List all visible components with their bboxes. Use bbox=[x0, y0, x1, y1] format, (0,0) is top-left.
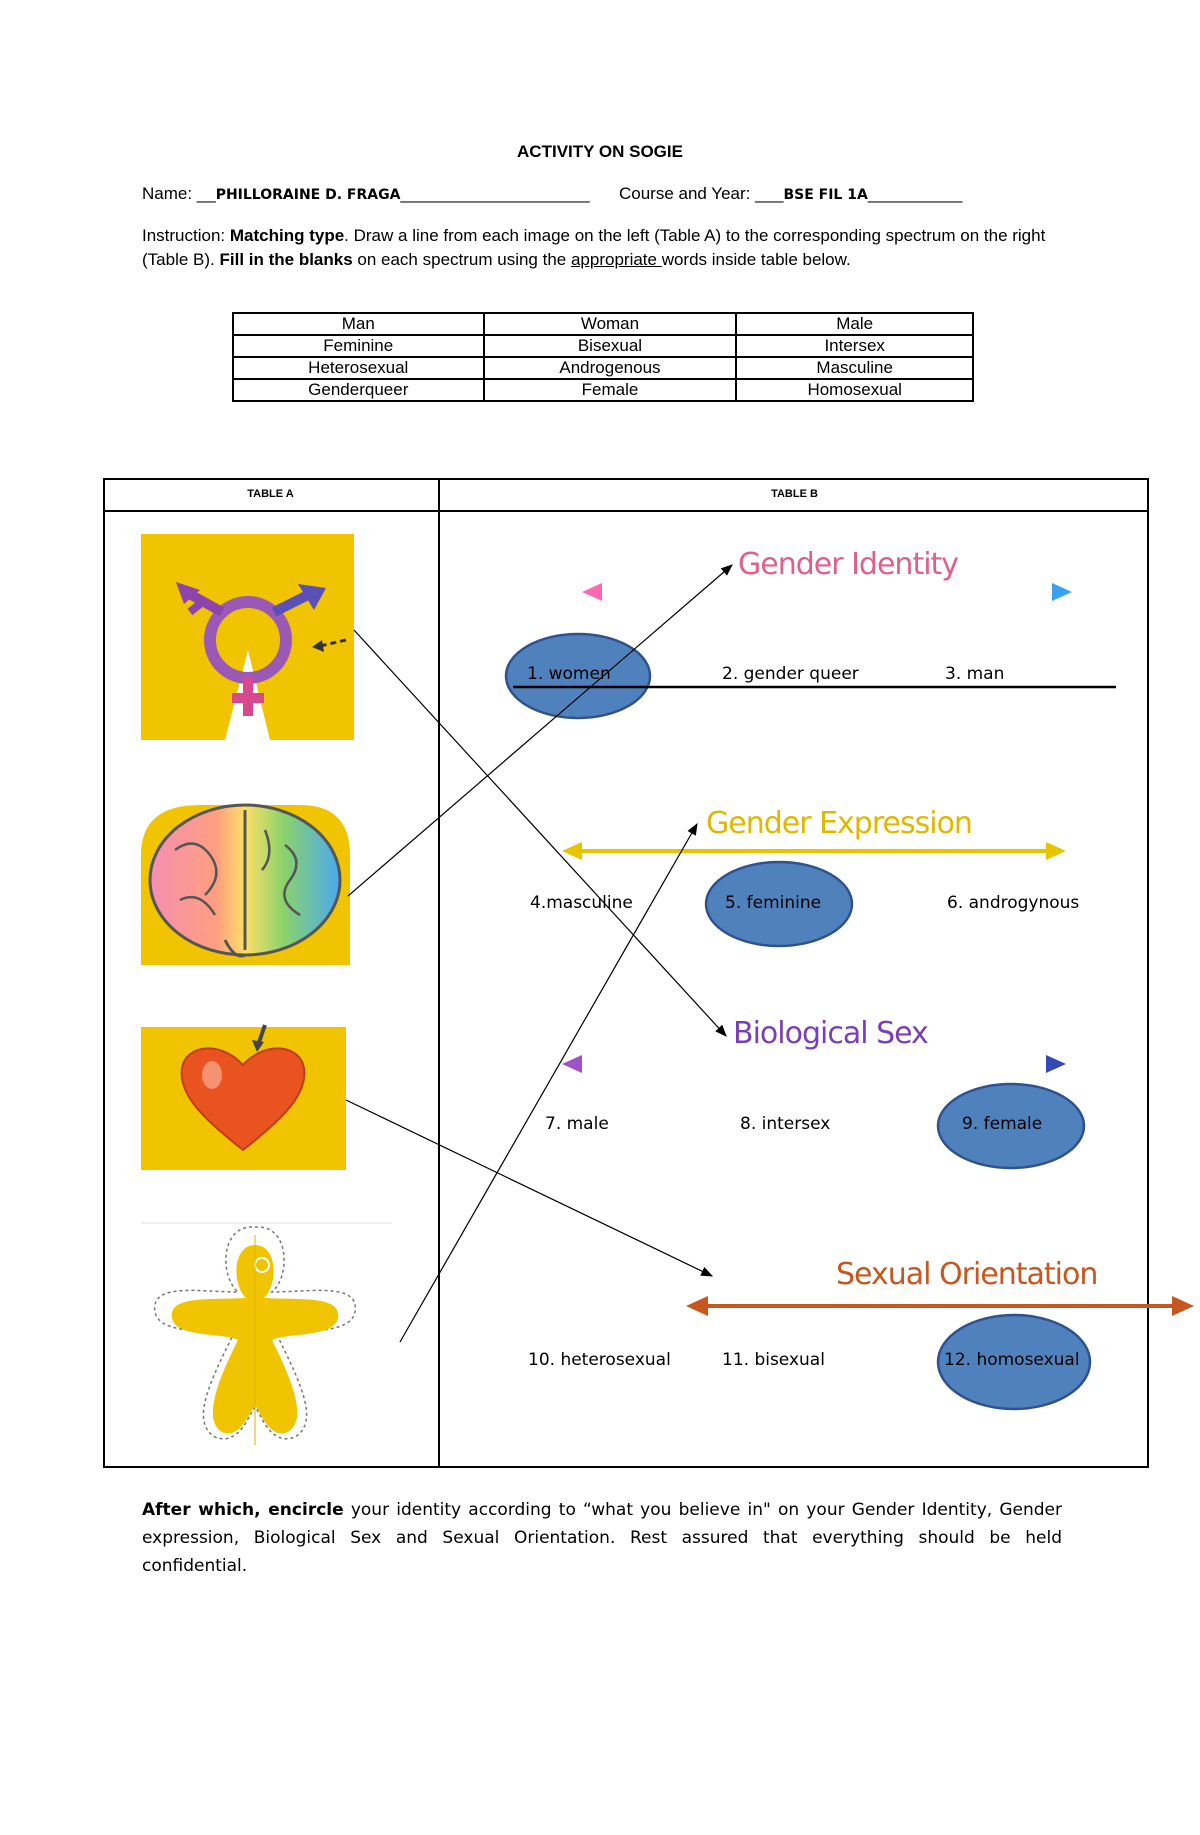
sexual-orientation-item-10[interactable]: 10. heterosexual bbox=[528, 1350, 671, 1370]
name-value[interactable]: PHILLORAINE D. FRAGA bbox=[215, 187, 401, 203]
transgender-symbol-icon bbox=[141, 534, 354, 740]
sexual-orientation-item-12[interactable]: 12. homosexual bbox=[944, 1350, 1080, 1370]
sexual-orientation-spectrum bbox=[686, 1296, 1194, 1411]
closing-part: your identity according to “what you bel… bbox=[142, 1500, 1063, 1576]
instruction-bold: Fill in the blanks bbox=[219, 250, 353, 269]
match-line-symbol-to-biological-sex bbox=[353, 629, 727, 1037]
word-bank-table: Man Woman Male Feminine Bisexual Interse… bbox=[232, 312, 974, 402]
instruction-text: Instruction: Matching type. Draw a line … bbox=[142, 224, 1062, 272]
table-a-header: TABLE A bbox=[247, 488, 294, 500]
matching-frame bbox=[103, 478, 1149, 1468]
gender-identity-item-2[interactable]: 2. gender queer bbox=[722, 664, 859, 684]
table-cell: Female bbox=[482, 378, 738, 402]
name-trail: ____________________ bbox=[400, 184, 590, 203]
sexual-orientation-title: Sexual Orientation bbox=[836, 1257, 1098, 1292]
course-trail: __________ bbox=[867, 184, 963, 203]
table-cell: Heterosexual bbox=[232, 356, 485, 380]
matching-lines bbox=[345, 564, 733, 1343]
instruction-part: Instruction: bbox=[142, 226, 230, 245]
table-cell: Male bbox=[735, 312, 974, 336]
table-row: Heterosexual Androgenous Masculine bbox=[232, 356, 974, 380]
name-label: Name: __ bbox=[142, 184, 216, 203]
biological-sex-title: Biological Sex bbox=[733, 1016, 929, 1051]
instruction-part: . Draw a line from each image on the lef… bbox=[142, 226, 1046, 269]
gender-expression-item-5[interactable]: 5. feminine bbox=[725, 893, 822, 913]
match-line-brain-to-gender-identity bbox=[347, 564, 733, 897]
instruction-part: words inside table below. bbox=[661, 250, 851, 269]
course-label: Course and Year: ___ bbox=[619, 184, 784, 203]
closing-instruction: After which, encircle your identity acco… bbox=[142, 1496, 1062, 1580]
table-cell: Androgenous bbox=[482, 356, 738, 380]
match-line-heart-to-sexual-orientation bbox=[345, 1099, 714, 1277]
table-cell: Bisexual bbox=[482, 334, 738, 358]
gender-expression-spectrum bbox=[562, 842, 1066, 948]
table-cell: Feminine bbox=[232, 334, 485, 358]
instruction-bold: Matching type bbox=[229, 226, 345, 245]
gender-expression-item-6[interactable]: 6. androgynous bbox=[947, 893, 1080, 913]
name-course-line: Name: __PHILLORAINE D. FRAGA____________… bbox=[142, 184, 962, 204]
table-cell: Woman bbox=[482, 312, 738, 336]
biological-sex-item-8[interactable]: 8. intersex bbox=[740, 1114, 831, 1134]
match-line-body-to-gender-expression bbox=[399, 822, 698, 1343]
table-cell: Genderqueer bbox=[232, 378, 485, 402]
table-row: Man Woman Male bbox=[232, 312, 974, 336]
closing-part: After which, bbox=[142, 1500, 269, 1520]
column-divider bbox=[438, 478, 440, 1468]
heart-icon bbox=[141, 1024, 346, 1170]
instruction-part: on each spectrum using the bbox=[352, 250, 571, 269]
gender-expression-item-4[interactable]: 4.masculine bbox=[530, 893, 633, 913]
rainbow-brain-icon bbox=[141, 803, 350, 965]
gender-identity-spectrum bbox=[504, 583, 1116, 720]
course-value[interactable]: BSE FIL 1A bbox=[783, 187, 868, 203]
instruction-underline: appropriate bbox=[570, 250, 662, 269]
gingerbread-body-icon bbox=[141, 1222, 392, 1445]
closing-bold: encircle bbox=[268, 1500, 344, 1520]
table-cell: Man bbox=[232, 312, 485, 336]
gender-identity-item-1[interactable]: 1. women bbox=[527, 664, 611, 684]
table-row: Feminine Bisexual Intersex bbox=[232, 334, 974, 358]
biological-sex-spectrum bbox=[562, 1055, 1086, 1170]
gender-expression-title: Gender Expression bbox=[706, 806, 973, 841]
sexual-orientation-item-11[interactable]: 11. bisexual bbox=[722, 1350, 825, 1370]
biological-sex-item-7[interactable]: 7. male bbox=[545, 1114, 609, 1134]
gender-identity-item-3[interactable]: 3. man bbox=[945, 664, 1005, 684]
table-cell: Masculine bbox=[735, 356, 974, 380]
table-cell: Intersex bbox=[735, 334, 974, 358]
table-row: Genderqueer Female Homosexual bbox=[232, 378, 974, 402]
biological-sex-item-9[interactable]: 9. female bbox=[962, 1114, 1043, 1134]
page-title: ACTIVITY ON SOGIE bbox=[517, 142, 683, 161]
table-cell: Homosexual bbox=[735, 378, 974, 402]
table-b-header: TABLE B bbox=[771, 488, 818, 500]
gender-identity-title: Gender Identity bbox=[738, 547, 959, 582]
header-divider bbox=[103, 510, 1149, 512]
